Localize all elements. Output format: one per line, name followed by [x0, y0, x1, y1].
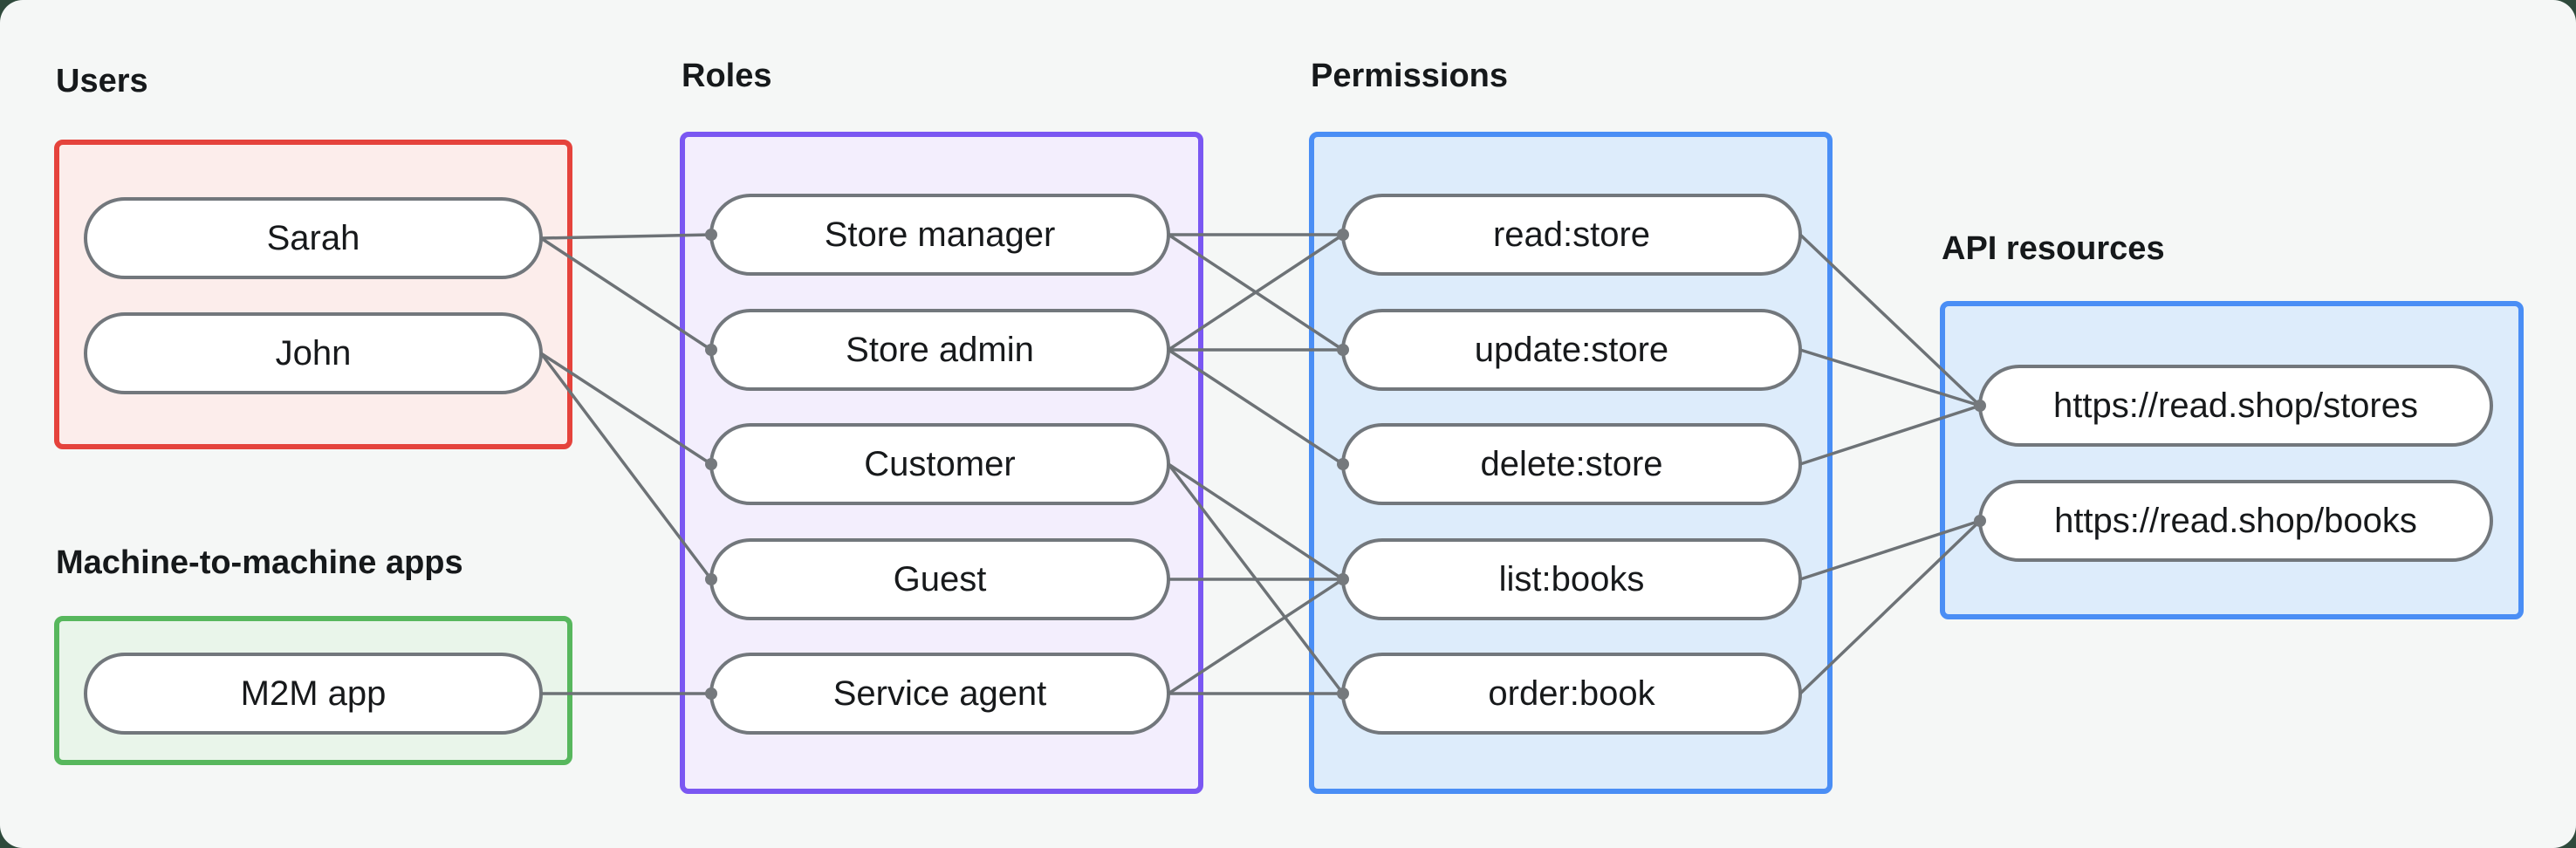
- m2m-group-label: Machine-to-machine apps: [56, 544, 463, 581]
- node-permission-update-store: update:store: [1341, 309, 1802, 391]
- node-label: delete:store: [1480, 444, 1663, 483]
- node-label: https://read.shop/stores: [2052, 386, 2418, 425]
- node-api-resource-stores: https://read.shop/stores: [1978, 365, 2493, 447]
- node-role-store-manager: Store manager: [709, 194, 1170, 276]
- node-role-customer: Customer: [709, 423, 1170, 505]
- users-group-box: [54, 140, 572, 449]
- node-label: order:book: [1488, 674, 1655, 713]
- node-role-guest: Guest: [709, 538, 1170, 620]
- node-label: https://read.shop/books: [2054, 501, 2417, 540]
- node-permission-list-books: list:books: [1341, 538, 1802, 620]
- node-role-service-agent: Service agent: [709, 653, 1170, 735]
- node-label: John: [275, 333, 352, 373]
- node-label: Service agent: [832, 674, 1047, 713]
- node-label: Store manager: [824, 215, 1056, 254]
- node-api-resource-books: https://read.shop/books: [1978, 480, 2493, 562]
- node-label: Sarah: [266, 218, 360, 257]
- node-label: Customer: [864, 444, 1016, 483]
- users-group-label: Users: [56, 63, 148, 99]
- node-label: M2M app: [240, 674, 387, 713]
- node-label: list:books: [1498, 559, 1645, 598]
- node-role-store-admin: Store admin: [709, 309, 1170, 391]
- node-permission-order-book: order:book: [1341, 653, 1802, 735]
- node-label: read:store: [1492, 215, 1651, 254]
- api-resources-group-label: API resources: [1942, 230, 2165, 267]
- node-label: Guest: [893, 559, 987, 598]
- node-label: update:store: [1474, 330, 1669, 369]
- permissions-group-label: Permissions: [1311, 58, 1508, 94]
- roles-group-label: Roles: [682, 58, 772, 94]
- node-user-john: John: [84, 312, 543, 394]
- node-label: Store admin: [846, 330, 1034, 369]
- node-permission-read-store: read:store: [1341, 194, 1802, 276]
- node-permission-delete-store: delete:store: [1341, 423, 1802, 505]
- node-user-sarah: Sarah: [84, 197, 543, 279]
- api-resources-group-box: [1940, 301, 2524, 619]
- node-m2m-app: M2M app: [84, 653, 543, 735]
